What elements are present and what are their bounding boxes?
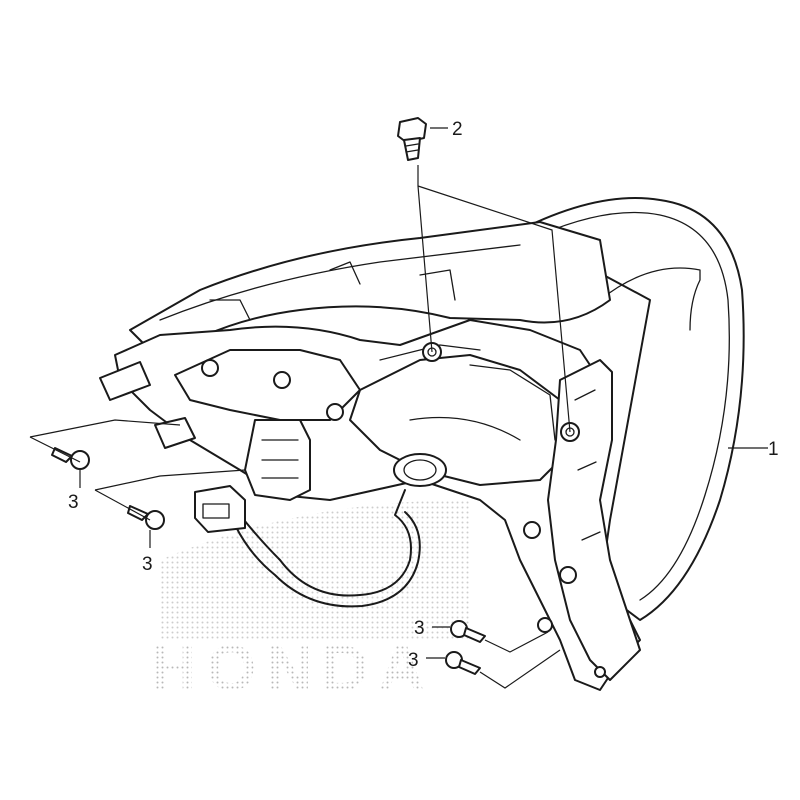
watermark-text: HONDA <box>150 632 435 704</box>
headlight-assembly <box>99 197 745 691</box>
callout-3-left-lower: 3 <box>142 554 153 575</box>
screw-right-upper <box>450 620 486 643</box>
bolt-part-2 <box>397 117 427 161</box>
callout-3-right-upper: 3 <box>414 618 425 639</box>
callout-3-left-upper: 3 <box>68 492 79 513</box>
electrical-connector <box>194 485 246 533</box>
callout-1: 1 <box>768 439 779 460</box>
screw-left-upper <box>51 447 90 470</box>
wiring-harness <box>194 485 421 608</box>
leader-lines <box>29 127 768 689</box>
callout-3-right-lower: 3 <box>408 650 419 671</box>
callout-2: 2 <box>452 119 463 140</box>
watermark: HONDA <box>150 500 470 704</box>
screw-right-lower <box>445 651 481 675</box>
